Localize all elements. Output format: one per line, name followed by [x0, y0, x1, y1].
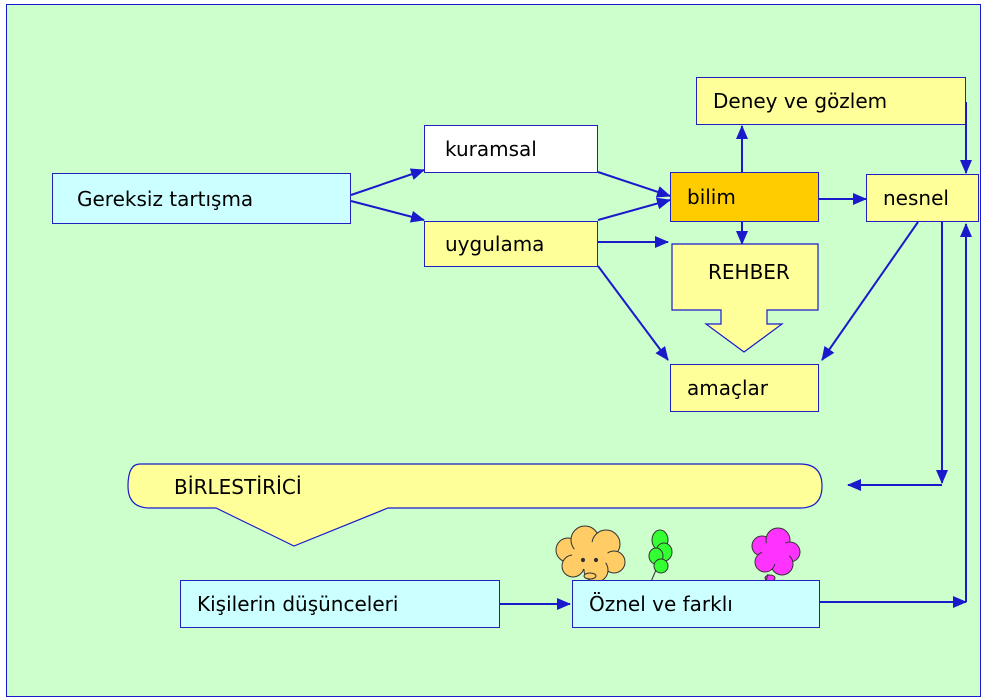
node-kisilerin-dusunceleri: Kişilerin düşünceleri [180, 580, 500, 628]
arrow-uygulama-amaclar [597, 265, 669, 361]
node-bilim-label: bilim [687, 185, 736, 209]
arrow-nesnel-amaclar [821, 221, 919, 361]
node-amaclar: amaçlar [670, 364, 819, 412]
node-kuramsal: kuramsal [424, 125, 598, 173]
node-gereksiz-tartisma: Gereksiz tartışma [52, 173, 351, 224]
node-deney-label: Deney ve gözlem [713, 89, 888, 113]
birlestirici-shape [127, 463, 823, 547]
node-bilim: bilim [670, 172, 819, 222]
thought-cloud-green-icon [648, 529, 673, 586]
node-uygulama: uygulama [424, 221, 598, 267]
node-uygulama-label: uygulama [445, 232, 545, 256]
rehber-shape [671, 243, 819, 353]
arrow-kuramsal-bilim [597, 171, 671, 198]
node-deney-gozlem: Deney ve gözlem [696, 77, 966, 125]
node-gereksiz-label: Gereksiz tartışma [77, 186, 254, 211]
node-birlestirici-label: BİRLESTİRİCİ [174, 475, 302, 499]
node-nesnel-label: nesnel [883, 186, 949, 210]
arrow-gereksiz-kuramsal [350, 168, 425, 196]
node-oznel-label: Öznel ve farklı [589, 592, 733, 616]
arrow-gereksiz-uygulama [350, 200, 425, 223]
node-rehber-label: REHBER [708, 260, 790, 284]
node-kuramsal-label: kuramsal [445, 137, 537, 161]
thought-cloud-orange-icon [555, 525, 626, 591]
thought-cloud-magenta-icon [751, 527, 801, 589]
node-nesnel: nesnel [866, 174, 979, 222]
arrow-uygulama-bilim [597, 197, 671, 221]
node-oznel-farkli: Öznel ve farklı [572, 580, 820, 628]
node-amaclar-label: amaçlar [687, 376, 769, 400]
node-kisilerin-label: Kişilerin düşünceleri [197, 592, 399, 616]
